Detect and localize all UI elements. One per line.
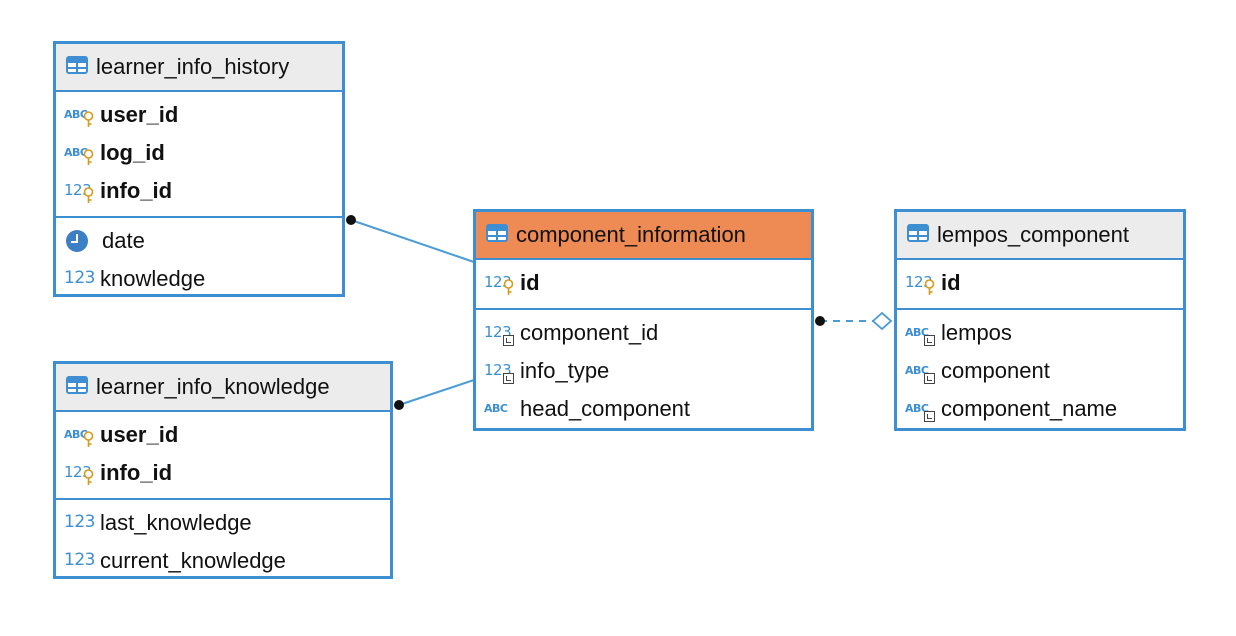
table-learner-info-knowledge[interactable]: learner_info_knowledge ABC user_id 123 i… [53,361,393,579]
column-name: user_id [100,422,179,447]
link-lempos-diamond [871,311,893,331]
table-title: component_information [516,222,746,247]
column-row[interactable]: 123 id [897,264,1183,302]
column-name: info_id [100,178,173,203]
column-name: component_id [520,320,659,345]
table-icon [907,223,929,247]
table-icon [66,55,88,79]
table-icon [66,375,88,399]
abc-fk-icon: ABC [905,320,937,346]
column-row[interactable]: 123 knowledge [56,260,342,298]
other-columns: 123 component_id 123 info_type ABC head_… [476,310,811,434]
link-component-end-dot [815,316,825,326]
column-name: head_component [520,396,691,421]
table-title: learner_info_knowledge [96,374,330,399]
column-row[interactable]: 123 current_knowledge [56,542,390,580]
abc-icon: ABC [484,402,508,415]
column-name: date [102,228,145,253]
other-columns: 123 last_knowledge 123 current_knowledge [56,500,390,586]
column-name: last_knowledge [100,510,252,535]
table-header[interactable]: learner_info_knowledge [56,364,390,412]
numeric-fk-icon: 123 [484,320,516,346]
other-columns: ABC lempos ABC component ABC component_n… [897,310,1183,434]
column-name: lempos [941,320,1012,345]
column-row[interactable]: 123 info_id [56,454,390,492]
numeric-key-icon: 123 [64,463,94,485]
column-name: user_id [100,102,179,127]
table-component-information[interactable]: component_information 123 id 123 compone… [473,209,814,431]
link-knowledge-to-component[interactable] [398,379,475,406]
link-knowledge-end-dot [394,400,404,410]
column-name: info_type [520,358,610,383]
column-name: info_id [100,460,173,485]
abc-key-icon: ABC [64,140,96,166]
table-header[interactable]: lempos_component [897,212,1183,260]
numeric-icon: 123 [64,512,95,532]
column-name: knowledge [100,266,206,291]
column-name: log_id [100,140,165,165]
column-name: component [941,358,1050,383]
numeric-key-icon: 123 [64,181,94,203]
link-history-to-component[interactable] [350,219,475,263]
link-history-end-dot [346,215,356,225]
column-row[interactable]: ABC component_name [897,390,1183,428]
key-columns: 123 id [476,260,811,310]
key-columns: 123 id [897,260,1183,310]
column-row[interactable]: 123 last_knowledge [56,504,390,542]
table-title: learner_info_history [96,54,290,79]
column-row[interactable]: 123 info_type [476,352,811,390]
column-row[interactable]: ABC lempos [897,314,1183,352]
column-name: component_name [941,396,1118,421]
table-learner-info-history[interactable]: learner_info_history ABC user_id ABC log… [53,41,345,297]
table-title: lempos_component [937,222,1130,247]
numeric-icon: 123 [64,268,95,288]
other-columns: date 123 knowledge [56,218,342,304]
column-row[interactable]: ABC head_component [476,390,811,428]
column-name: current_knowledge [100,548,286,573]
numeric-key-icon: 123 [905,273,935,295]
table-icon [486,223,508,247]
abc-fk-icon: ABC [905,396,937,422]
key-columns: ABC user_id 123 info_id [56,412,390,500]
column-row[interactable]: date [56,222,342,260]
column-row[interactable]: 123 info_id [56,172,342,210]
numeric-fk-icon: 123 [484,358,516,384]
column-row[interactable]: 123 component_id [476,314,811,352]
key-columns: ABC user_id ABC log_id 123 info_id [56,92,342,218]
column-row[interactable]: ABC log_id [56,134,342,172]
column-row[interactable]: 123 id [476,264,811,302]
column-row[interactable]: ABC user_id [56,416,390,454]
column-row[interactable]: ABC component [897,352,1183,390]
table-header[interactable]: learner_info_history [56,44,342,92]
column-name: id [520,270,540,295]
table-header[interactable]: component_information [476,212,811,260]
abc-key-icon: ABC [64,102,96,128]
numeric-icon: 123 [64,550,95,570]
table-lempos-component[interactable]: lempos_component 123 id ABC lempos ABC c… [894,209,1186,431]
numeric-key-icon: 123 [484,273,514,295]
clock-icon [66,230,88,252]
abc-fk-icon: ABC [905,358,937,384]
column-name: id [941,270,961,295]
column-row[interactable]: ABC user_id [56,96,342,134]
abc-key-icon: ABC [64,422,96,448]
